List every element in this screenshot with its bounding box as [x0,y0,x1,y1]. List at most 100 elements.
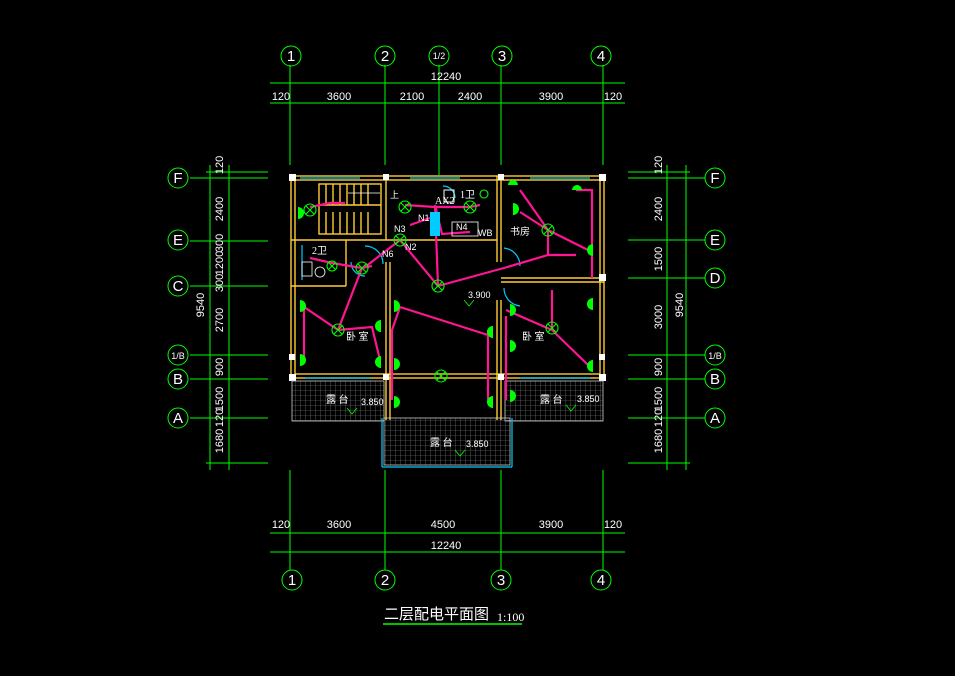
stair-up-label: 上 [390,190,399,200]
socket [513,203,519,215]
distribution-box: AX2 1卫 2卫 N1 N2 N3 N4 N6 WB [301,189,493,278]
dim-right-total: 9540 [674,293,686,317]
dim-top-seg-2: 2100 [400,91,424,103]
dim-right-seg-1: 120 [653,156,665,174]
socket [510,340,516,352]
title-main: 二层配电平面图 [384,605,489,623]
dim-left-seg-10: 1680 [214,429,226,453]
dim-bottom-edge-right: 120 [604,519,622,531]
dim-bottom-total: 12240 [431,540,462,552]
socket [587,360,593,372]
axis-top-half: 1/2 [433,51,446,61]
lamp-fixture [479,189,489,199]
axis-bubble-top-4 [590,45,612,67]
axis-bubble-left-F [167,167,189,189]
node-n6-label: N6 [382,249,394,259]
lamp-fixture [355,261,369,275]
node-n1-label: N1 [418,213,430,223]
socket [394,396,400,408]
socket [510,390,516,402]
dim-bottom-seg-3: 3900 [539,519,563,531]
axis-left-F: F [173,170,182,187]
axis-bubble-top-1 [280,45,302,67]
dim-left-seg-1: 120 [214,156,226,174]
balcony-left [291,380,385,422]
axis-bubble-right-A [704,407,726,429]
dim-left-seg-8: 1500 [214,387,226,411]
right-dimension-system: F E D 1/B B A 9540 120 2400 1500 3000 90… [628,156,726,470]
socket [487,396,493,408]
lamp-fixture [398,200,412,214]
axis-bubble-right-D [704,267,726,289]
left-dimension-system: F E C 1/B B A 9540 120 2400 300 1200 300… [167,156,268,470]
socket [587,298,593,310]
lamp-fixture [303,203,317,217]
dim-left-seg-7: 900 [214,358,226,376]
socket [510,304,516,316]
axis-bubble-bottom-4 [590,569,612,591]
axis-bubble-top-half [428,45,450,67]
axis-bubble-bottom-1 [281,569,303,591]
dim-left-seg-2: 2400 [214,197,226,221]
sockets [298,180,593,408]
node-wb-label: WB [478,228,493,238]
top-dimension-system: 1 2 1/2 3 4 12240 120 3600 2100 2400 390… [270,45,625,175]
dim-top-edge-left: 120 [272,91,290,103]
axis-right-F: F [710,170,719,187]
axis-bubble-top-3 [491,45,513,67]
axis-bubble-right-F [704,167,726,189]
axis-left-1B: 1/B [171,351,185,361]
lamp-fixture [434,369,448,383]
dim-left-seg-5: 300 [214,274,226,292]
staircase: 上 [318,183,399,235]
dim-right-seg-7: 120 [653,409,665,427]
axis-left-E: E [173,232,183,249]
balconies [291,380,604,468]
dim-left-total: 9540 [195,293,207,317]
dim-bottom-seg-1: 3600 [327,519,351,531]
lamp-fixtures [303,189,559,383]
elev-hall: 3.900 [468,290,491,300]
lamp-fixture [431,279,445,293]
axis-right-B: B [710,371,720,388]
axis-bubble-right-1B [704,344,726,366]
dim-top-total: 12240 [431,71,462,83]
dim-top-seg-4: 3900 [539,91,563,103]
toilet2-label: 2卫 [312,246,327,257]
lamp-fixture [541,223,555,237]
axis-bottom-3: 3 [497,572,505,589]
node-n4-label: N4 [456,222,468,232]
elev-balcony-center: 3.850 [466,439,489,449]
axis-top-1: 1 [287,48,295,65]
dim-right-seg-4: 3000 [653,305,665,329]
elev-balcony-left: 3.850 [361,397,384,407]
node-n3-label: N3 [394,224,406,234]
balcony-center [383,417,511,466]
lamp-fixture [463,200,477,214]
dim-left-seg-9: 120 [214,409,226,427]
lamp-fixture [326,260,338,272]
axis-bubble-left-E [167,229,189,251]
dim-right-seg-3: 1500 [653,247,665,271]
axis-bottom-2: 2 [381,572,389,589]
dim-bottom-seg-2: 4500 [431,519,455,531]
axis-bubble-right-B [704,368,726,390]
axis-bottom-1: 1 [288,572,296,589]
floor-plan-walls [289,174,606,420]
axis-left-C: C [173,278,184,295]
axis-bubble-right-E [704,229,726,251]
dim-left-seg-6: 2700 [214,308,226,332]
room-bedroom-left: 卧 室 [346,330,369,343]
socket [300,354,306,366]
room-labels: 书房 卧 室 卧 室 露 台 露 台 露 台 3.900 3.850 3.850… [326,225,600,457]
dim-top-seg-1: 3600 [327,91,351,103]
socket [375,320,381,332]
axis-bubble-left-1B [167,344,189,366]
dim-right-seg-6: 1500 [653,387,665,411]
node-n2-label: N2 [405,242,417,252]
axis-right-D: D [710,270,721,287]
axis-top-4: 4 [597,48,605,65]
dim-top-edge-right: 120 [604,91,622,103]
socket [375,356,381,368]
lamp-fixture [331,323,345,337]
